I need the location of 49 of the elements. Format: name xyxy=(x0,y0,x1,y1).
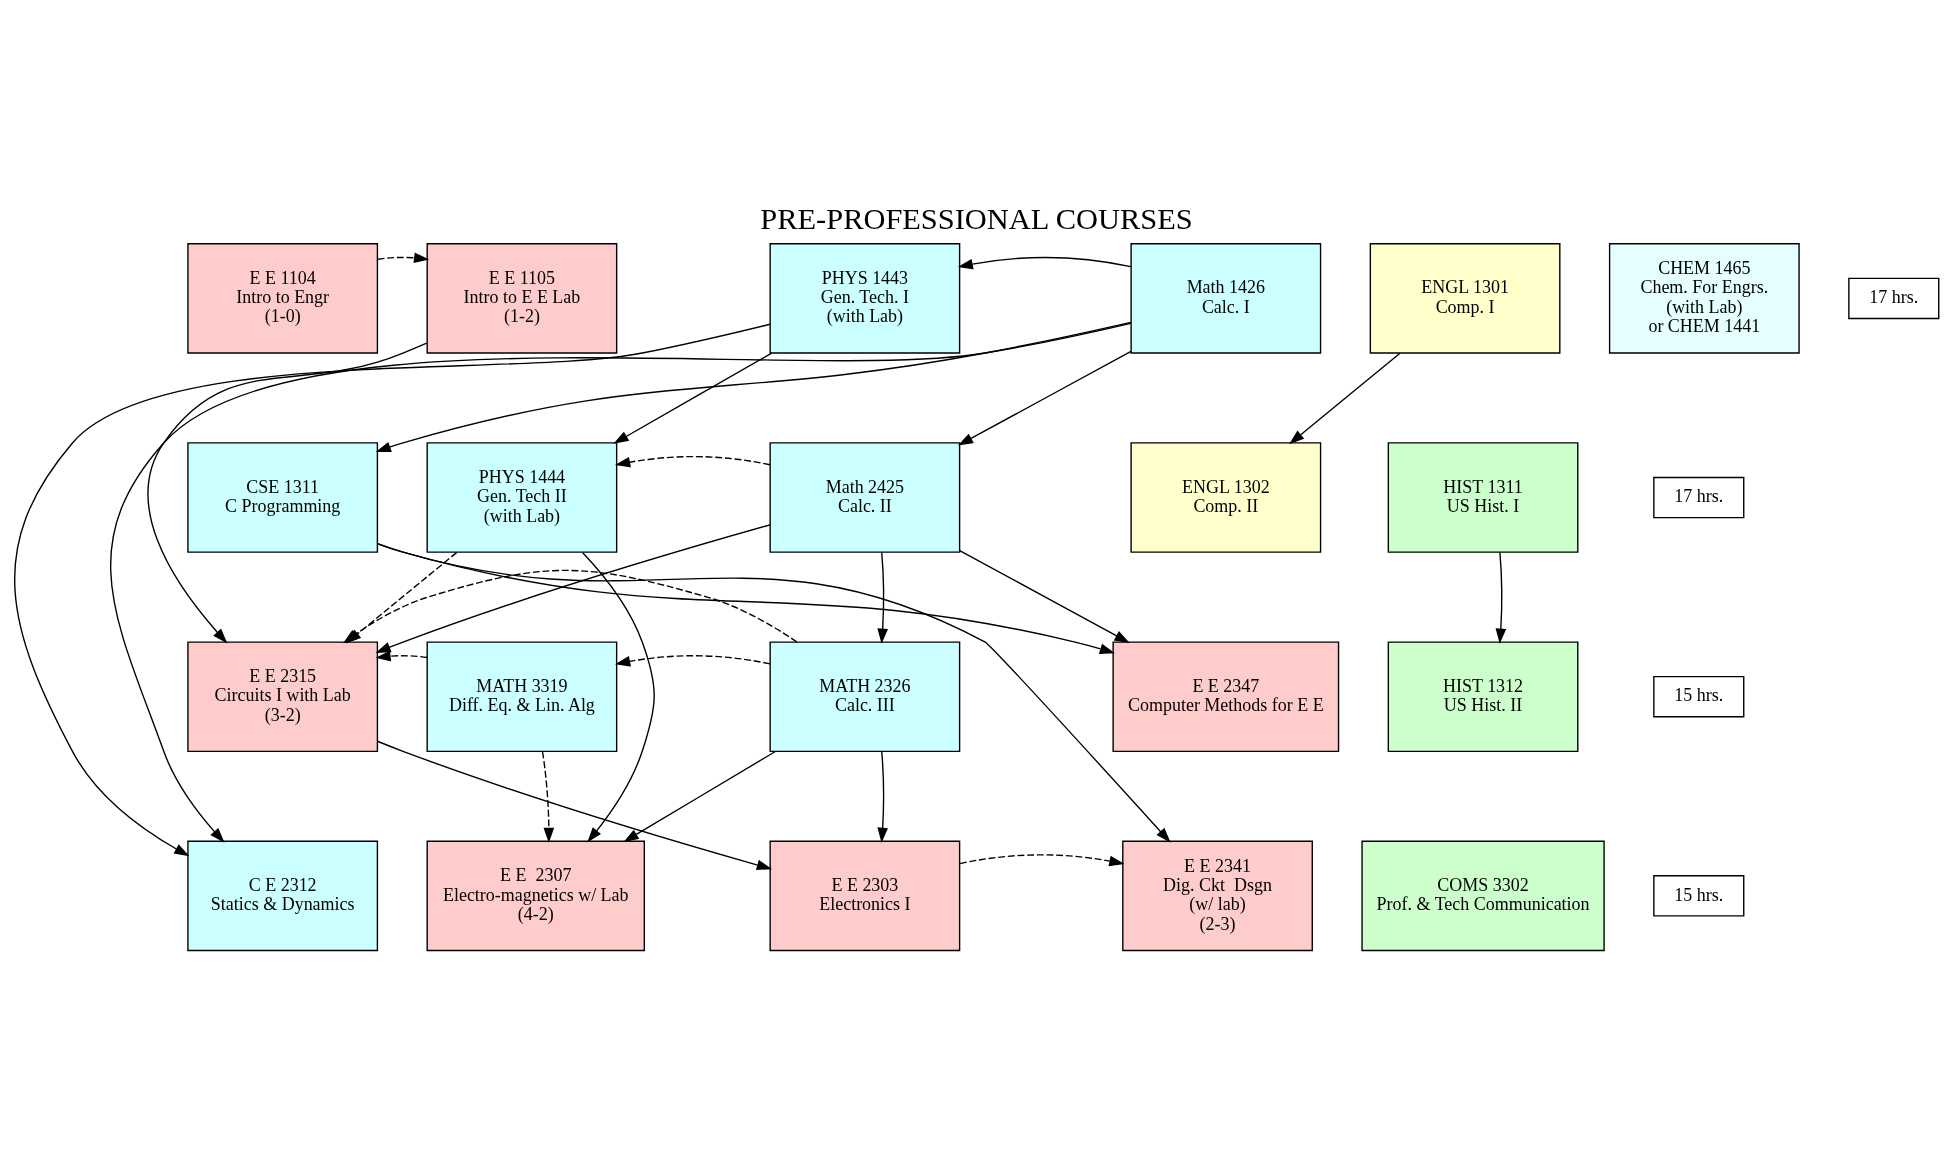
node-box: 17 hrs. xyxy=(1848,277,1940,320)
arrow xyxy=(615,455,771,468)
arrow xyxy=(959,549,1130,643)
node-box: E E 2347 Computer Methods for E E xyxy=(1112,641,1340,752)
node-box: PHYS 1444 Gen. Tech II (with Lab) xyxy=(426,442,618,553)
arrow xyxy=(615,655,771,667)
arrow xyxy=(376,740,773,871)
node-box: Math 2425 Calc. II xyxy=(769,442,961,553)
node-box: ENGL 1301 Comp. I xyxy=(1369,243,1561,354)
arrow xyxy=(613,352,773,444)
arrow xyxy=(582,552,655,843)
arrow xyxy=(375,321,1132,453)
node-box: E E 2303 Electronics I xyxy=(769,840,961,952)
node-box: PHYS 1443 Gen. Tech. I (with Lab) xyxy=(769,243,961,354)
node-box: E E 1105 Intro to E E Lab (1-2) xyxy=(426,243,618,354)
arrow xyxy=(376,543,1115,654)
node-box: CSE 1311 C Programming xyxy=(187,442,379,553)
arrow xyxy=(877,751,888,843)
arrow xyxy=(959,854,1125,867)
node-box: 17 hrs. xyxy=(1653,476,1745,519)
arrow xyxy=(375,650,428,662)
arrow xyxy=(877,551,888,644)
arrow xyxy=(541,751,555,843)
node-box: E E 2315 Circuits I with Lab (3-2) xyxy=(187,641,379,752)
node-box: E E 1104 Intro to Engr (1-0) xyxy=(187,243,379,354)
node-box: CHEM 1465 Chem. For Engrs. (with Lab) or CHEM 1441 xyxy=(1608,243,1800,354)
arrow xyxy=(1495,551,1507,644)
node-box: Math 1426 Calc. I xyxy=(1130,243,1322,354)
arrow xyxy=(623,750,777,843)
node-box: 15 hrs. xyxy=(1653,675,1745,718)
node-box: COMS 3302 Prof. & Tech Communication xyxy=(1361,840,1605,952)
node-box: 15 hrs. xyxy=(1653,875,1745,917)
diagram-title: PRE-PROFESSIONAL COURSES xyxy=(760,202,1193,237)
node-box: C E 2312 Statics & Dynamics xyxy=(187,840,379,952)
node-box: MATH 2326 Calc. III xyxy=(769,641,961,752)
node-box: ENGL 1302 Comp. II xyxy=(1130,442,1322,553)
node-box: HIST 1311 US Hist. I xyxy=(1387,442,1579,553)
arrow xyxy=(957,256,1132,270)
arrow xyxy=(1289,352,1401,445)
arrow xyxy=(376,252,430,264)
arrow xyxy=(957,350,1132,446)
arrow xyxy=(14,323,771,857)
node-box: HIST 1312 US Hist. II xyxy=(1387,641,1579,752)
arrow xyxy=(110,322,1132,843)
node-box: E E 2341 Dig. Ckt Dsgn (w/ lab) (2-3) xyxy=(1122,840,1313,952)
arrow xyxy=(377,543,1171,843)
node-box: MATH 3319 Diff. Eq. & Lin. Alg xyxy=(426,641,618,752)
node-box: E E 2307 Electro-magnetics w/ Lab (4-2) xyxy=(426,840,645,952)
arrow xyxy=(375,524,771,653)
